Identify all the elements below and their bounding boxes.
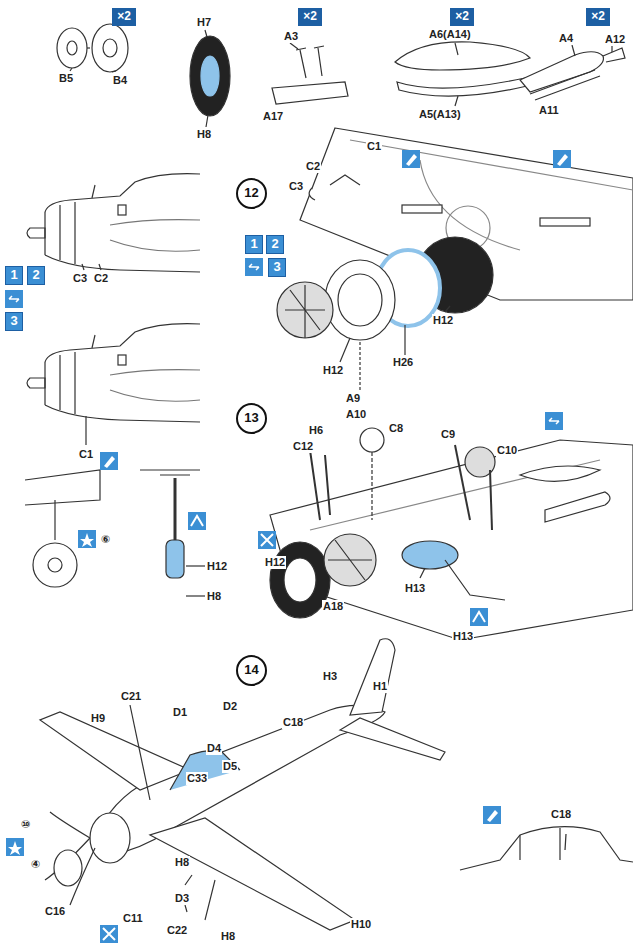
node-text: 12: [244, 186, 258, 200]
node-text: 14: [244, 663, 258, 677]
part-number: H8: [220, 930, 236, 943]
node-text: ×2: [455, 10, 469, 23]
part-number: H10: [350, 918, 372, 931]
part-number: ⑥: [100, 533, 111, 546]
node-text: ×2: [591, 10, 605, 23]
part-number: H12: [322, 364, 344, 377]
node-text: 3: [273, 260, 280, 274]
part-number: D3: [174, 892, 190, 905]
option-box: 3: [268, 258, 286, 277]
part-number: ④: [30, 858, 41, 871]
part-number: A4: [558, 32, 574, 45]
part-number: C33: [186, 772, 208, 785]
part-number: H13: [404, 582, 426, 595]
quantity-box: ×2: [450, 8, 474, 26]
part-number: C1: [78, 448, 94, 461]
part-number: C8: [388, 422, 404, 435]
part-number: A6(A14): [428, 28, 472, 41]
option-box: 2: [27, 266, 45, 285]
part-number: C1: [366, 140, 382, 153]
part-number: ⑩: [20, 818, 31, 831]
part-number: B5: [58, 72, 74, 85]
part-number: H12: [264, 556, 286, 569]
node-text: 2: [32, 268, 39, 282]
part-number: C11: [122, 912, 144, 925]
option-box: 1: [5, 266, 23, 285]
step-number: 12: [236, 178, 267, 209]
part-number: H26: [392, 356, 414, 369]
part-number: H12: [432, 314, 454, 327]
part-number: B4: [112, 74, 128, 87]
part-number: C18: [550, 808, 572, 821]
part-number: H13: [452, 630, 474, 643]
part-number: D2: [222, 700, 238, 713]
step-number: 13: [236, 403, 267, 434]
part-number: H12: [206, 560, 228, 573]
part-number: A12: [604, 33, 626, 46]
part-number: A10: [345, 408, 367, 421]
part-number: H1: [372, 680, 388, 693]
option-box: 1: [245, 235, 263, 254]
quantity-box: ×2: [586, 8, 610, 26]
node-text: 3: [10, 314, 17, 328]
part-number: C21: [120, 690, 142, 703]
part-number: A17: [262, 110, 284, 123]
part-number: A3: [283, 30, 299, 43]
node-text: 13: [244, 411, 258, 425]
part-number: A5(A13): [418, 108, 462, 121]
part-number: D5: [222, 760, 238, 773]
part-number: D4: [206, 742, 222, 755]
quantity-box: ×2: [112, 8, 136, 26]
part-number: C3: [72, 272, 88, 285]
part-number: A11: [538, 104, 560, 117]
part-number: C2: [93, 272, 109, 285]
node-text: 2: [271, 237, 278, 251]
part-number: D1: [172, 706, 188, 719]
part-number: C12: [292, 440, 314, 453]
part-number: C3: [288, 180, 304, 193]
part-number: C22: [166, 924, 188, 937]
part-number: H8: [206, 590, 222, 603]
part-number: C16: [44, 905, 66, 918]
step-number: 14: [236, 655, 267, 686]
part-number: H8: [174, 856, 190, 869]
part-number: H3: [322, 670, 338, 683]
part-number: H6: [308, 424, 324, 437]
node-text: 1: [10, 268, 17, 282]
node-text: ×2: [303, 10, 317, 23]
part-number: C18: [282, 716, 304, 729]
part-number: C10: [496, 444, 518, 457]
part-number: C9: [440, 428, 456, 441]
node-text: 1: [250, 237, 257, 251]
node-text: ×2: [117, 10, 131, 23]
part-number: C2: [305, 160, 321, 173]
part-number: A9: [345, 392, 361, 405]
option-box: 2: [266, 235, 284, 254]
part-number: H9: [90, 712, 106, 725]
option-box: 3: [5, 312, 23, 331]
part-number: A18: [322, 600, 344, 613]
part-number: H8: [196, 128, 212, 141]
quantity-box: ×2: [298, 8, 322, 26]
part-number: H7: [196, 16, 212, 29]
